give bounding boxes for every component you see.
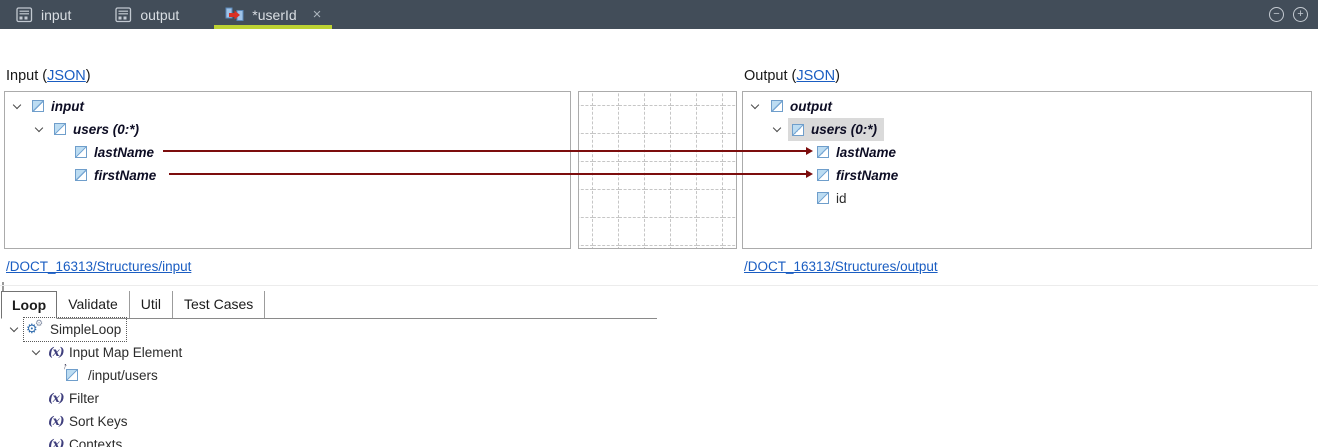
focused-node-outline[interactable]: ⚙⚙ SimpleLoop: [22, 317, 128, 342]
node-label[interactable]: lastName: [94, 145, 155, 160]
sash-handle: [2, 282, 4, 291]
node-label[interactable]: output: [790, 99, 832, 114]
element-icon: [771, 100, 783, 112]
tab-output-label: output: [140, 6, 180, 23]
node-label[interactable]: input: [51, 99, 84, 114]
node-label[interactable]: Sort Keys: [69, 414, 128, 429]
view-window-buttons: − +: [1269, 0, 1318, 29]
gears-icon: ⚙⚙: [26, 318, 44, 336]
output-panel-header: Output (JSON): [744, 68, 840, 84]
tree-node-firstname[interactable]: firstName: [743, 164, 1311, 187]
tab-test-cases[interactable]: Test Cases: [173, 291, 266, 318]
output-header-suffix: ): [835, 68, 840, 84]
output-structure-link[interactable]: /DOCT_16313/Structures/output: [744, 259, 938, 274]
tree-node-contexts[interactable]: (x) Contexts: [0, 433, 1318, 447]
arrowhead-icon: [806, 170, 813, 178]
chevron-down-icon[interactable]: [12, 100, 22, 110]
node-label[interactable]: lastName: [836, 145, 897, 160]
tab-input[interactable]: input: [2, 0, 85, 29]
mapper-editor: Input (JSON) Output (JSON) input users (…: [0, 29, 1318, 447]
element-icon: [32, 100, 44, 112]
output-tree-panel: output users (0:*) lastName firstName id: [742, 91, 1312, 249]
tree-node-output[interactable]: output: [743, 95, 1311, 118]
structure-icon: [16, 6, 33, 22]
function-icon: (x): [48, 437, 64, 447]
active-tab-underline: [214, 25, 333, 29]
node-label[interactable]: users (0:*): [811, 122, 878, 137]
element-icon: [817, 192, 829, 204]
maximize-view-icon[interactable]: +: [1293, 7, 1308, 22]
input-json-link[interactable]: JSON: [47, 68, 86, 84]
mapping-line-firstname[interactable]: [169, 170, 813, 178]
output-json-link[interactable]: JSON: [796, 68, 836, 84]
mapping-line-lastname[interactable]: [163, 147, 813, 155]
node-label[interactable]: Filter: [69, 391, 99, 406]
node-label[interactable]: users (0:*): [73, 122, 140, 137]
tree-node-users-selected[interactable]: users (0:*): [743, 118, 1311, 141]
tree-node-input[interactable]: input: [5, 95, 570, 118]
element-icon: [75, 169, 87, 181]
node-label[interactable]: Input Map Element: [69, 345, 183, 360]
element-icon: [792, 123, 804, 136]
tree-node-input-map-element[interactable]: (x) Input Map Element: [0, 341, 1318, 364]
tree-node-filter[interactable]: (x) Filter: [0, 387, 1318, 410]
element-icon: [54, 123, 66, 135]
tab-userid-label: *userId: [252, 6, 297, 23]
chevron-down-icon[interactable]: [9, 323, 19, 333]
tree-node-input-path[interactable]: ↑ /input/users: [0, 361, 1318, 387]
selected-node-highlight[interactable]: users (0:*): [788, 118, 885, 141]
function-icon: (x): [48, 391, 64, 405]
map-icon: [225, 7, 244, 21]
input-header-text: Input (: [6, 68, 48, 84]
node-label[interactable]: firstName: [94, 168, 157, 183]
section-divider: [0, 285, 1318, 286]
tab-util[interactable]: Util: [130, 291, 174, 318]
element-icon: [817, 146, 829, 158]
input-panel-header: Input (JSON): [6, 68, 91, 84]
input-header-suffix: ): [85, 68, 91, 84]
node-label[interactable]: SimpleLoop: [50, 322, 122, 337]
rule-tab-strip: Loop Validate Util Test Cases: [1, 291, 657, 319]
close-icon[interactable]: ×: [312, 6, 322, 23]
function-icon: (x): [48, 345, 64, 359]
input-structure-link[interactable]: /DOCT_16313/Structures/input: [6, 259, 192, 274]
tree-node-id[interactable]: id: [743, 187, 1311, 210]
mapping-canvas[interactable]: [578, 91, 737, 249]
tree-node-users[interactable]: users (0:*): [5, 118, 570, 141]
node-label[interactable]: Contexts: [69, 437, 123, 447]
node-label[interactable]: /input/users: [88, 368, 158, 383]
tree-node-firstname[interactable]: firstName: [5, 164, 570, 187]
mapped-element-icon: ↑: [62, 361, 78, 381]
tab-input-label: input: [41, 6, 72, 23]
node-label[interactable]: id: [836, 191, 847, 206]
tree-node-sort-keys[interactable]: (x) Sort Keys: [0, 410, 1318, 433]
tab-output[interactable]: output: [101, 0, 193, 29]
input-tree-panel: input users (0:*) lastName firstName: [4, 91, 571, 249]
function-icon: (x): [48, 414, 64, 428]
structure-icon: [115, 6, 132, 22]
element-icon: [75, 146, 87, 158]
tree-node-lastname[interactable]: lastName: [5, 141, 570, 164]
tab-bar-spacer: [335, 0, 1269, 29]
tab-loop[interactable]: Loop: [1, 291, 58, 319]
tree-node-lastname[interactable]: lastName: [743, 141, 1311, 164]
dash-grid: [579, 92, 736, 248]
node-label[interactable]: firstName: [836, 168, 899, 183]
tab-validate[interactable]: Validate: [57, 291, 130, 318]
tab-userid[interactable]: *userId ×: [211, 0, 335, 29]
chevron-down-icon[interactable]: [31, 346, 41, 356]
tree-node-simpleloop[interactable]: ⚙⚙ SimpleLoop: [0, 317, 1318, 342]
arrowhead-icon: [806, 147, 813, 155]
editor-tab-bar: input output *userId × − +: [0, 0, 1318, 29]
chevron-down-icon[interactable]: [34, 123, 44, 133]
output-header-text: Output (: [744, 68, 797, 84]
minimize-view-icon[interactable]: −: [1269, 7, 1284, 22]
chevron-down-icon[interactable]: [772, 123, 782, 133]
element-icon: [817, 169, 829, 181]
chevron-down-icon[interactable]: [750, 100, 760, 110]
